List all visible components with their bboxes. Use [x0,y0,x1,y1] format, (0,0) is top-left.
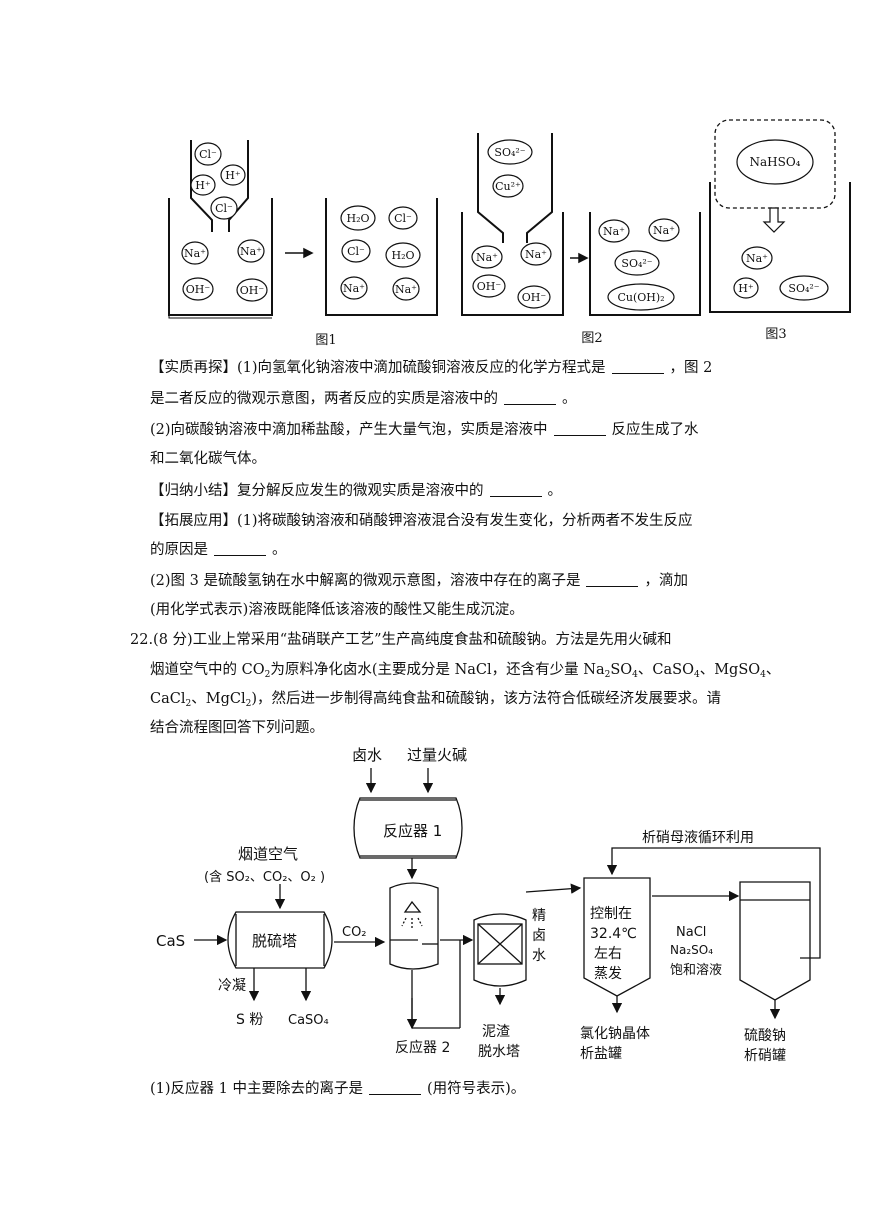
flow-label: CaSO₄ [288,1013,329,1028]
flow-label: 脱水塔 [478,1044,520,1060]
fig2-funnel [477,133,504,243]
text-line: (2)向碳酸钠溶液中滴加稀盐酸，产生大量气泡，实质是溶液中反应生成了水 [150,421,699,438]
flow-label: Na₂SO₄ [670,943,713,957]
figure-caption: 图1 [315,333,336,348]
ion-label: Cl⁻ [347,245,365,258]
text-line: (1)反应器 1 中主要除去的离子是(用符号表示)。 [150,1080,526,1097]
text-line: (2)图 3 是硫酸氢钠在水中解离的微观示意图，溶液中存在的离子是，滴加 [150,572,688,589]
fig3-beaker [709,182,851,313]
flow-label: 控制在 [590,906,632,922]
flow-label: 过量火碱 [407,746,467,764]
flow-label: 泥渣 [482,1024,510,1040]
flow-label: S 粉 [236,1012,263,1028]
text-line: CaCl2、MgCl2)，然后进一步制得高纯食盐和硫酸钠，该方法符合低碳经济发展… [150,691,721,709]
text-line: 【拓展应用】(1)将碳酸钠溶液和硝酸钾溶液混合没有发生变化，分析两者不发生反应 [150,513,693,529]
flow-label: 水 [532,948,546,964]
figure-caption: 图2 [581,331,602,346]
ion-label: Na⁺ [476,251,498,264]
flow-label: 反应器 1 [383,822,442,840]
text-line: 和二氧化碳气体。 [150,451,266,467]
dewater-tower [473,913,527,987]
process-flowchart: 卤水 过量火碱 反应器 1 烟道空气 (含 SO₂、CO₂、O₂ ) CaS 脱… [156,746,821,1064]
ion-label: Na⁺ [603,225,625,238]
flow-label: (含 SO₂、CO₂、O₂ ) [204,869,325,885]
flow-label: 冷凝 [218,978,246,994]
fig1-funnel [190,140,213,232]
text-line: 【归纳小结】复分解反应发生的微观实质是溶液中的。 [150,482,562,499]
ion-label: Na⁺ [525,248,547,261]
flow-label: 卤 [532,928,546,944]
fig1-beaker-left [168,198,273,316]
ion-label: OH⁻ [522,291,547,304]
text-line: 【实质再探】(1)向氢氧化钠溶液中滴加硫酸铜溶液反应的化学方程式是，图 2 [150,359,713,376]
flow-label: CaS [156,932,185,950]
answer-blank[interactable] [504,390,556,405]
ion-label: H⁺ [738,282,754,295]
fig1-beaker-right [325,198,438,316]
arrow-icon [578,252,589,264]
answer-blank[interactable] [368,1080,421,1095]
ion-label: Cl⁻ [215,202,233,215]
text-line: 的原因是。 [150,541,287,558]
ion-label: Na⁺ [343,282,365,295]
ion-label: Na⁺ [240,245,262,258]
ion-label: Na⁺ [746,252,768,265]
ion-label: SO₄²⁻ [621,257,652,270]
salt-tank [583,877,651,997]
text-line: 是二者反应的微观示意图，两者反应的实质是溶液中的。 [150,390,577,407]
ion-label: Cu²⁺ [495,180,521,193]
nitre-tank [739,881,811,1001]
ion-label: SO₄²⁻ [494,146,525,159]
ion-label: OH⁻ [186,283,211,296]
flow-label: NaCl [676,925,706,940]
flow-label: 反应器 2 [395,1039,450,1056]
fig2-beaker-left [461,212,564,316]
ion-label: H₂O [346,212,369,225]
ion-label: H₂O [391,249,414,262]
flow-label: 析硝母液循环利用 [642,830,754,846]
text-line: (用化学式表示)溶液既能降低该溶液的酸性又能生成沉淀。 [150,602,524,618]
figure-caption: 图3 [765,327,786,342]
answer-blank[interactable] [489,482,542,497]
flow-label: 脱硫塔 [252,932,297,950]
answer-blank[interactable] [553,421,606,436]
fig2-beaker-right [589,212,701,316]
flow-label: 32.4℃ [590,926,637,942]
ion-label: Cl⁻ [199,148,217,161]
text-line: 烟道空气中的 CO2为原料净化卤水(主要成分是 NaCl，还含有少量 Na2SO… [150,662,781,680]
answer-blank[interactable] [214,541,266,556]
flow-label: 左右 [594,946,622,962]
ion-label: OH⁻ [240,284,265,297]
reactor2-vessel [389,882,439,970]
ion-label: SO₄²⁻ [788,282,819,295]
ion-label: Na⁺ [653,224,675,237]
flow-label: 析盐罐 [580,1046,622,1062]
question-22: 22.(8 分)工业上常采用“盐硝联产工艺”生产高纯度食盐和硫酸钠。方法是先用火… [130,632,672,648]
ion-label: Cl⁻ [394,212,412,225]
down-arrow-icon [762,207,786,233]
ion-label: Na⁺ [395,283,417,296]
ion-label: Na⁺ [184,247,206,260]
ion-figures: Cl⁻ H⁺ H⁺ Cl⁻ Na⁺ Na⁺ OH⁻ OH⁻ H₂O Cl⁻ Cl… [168,119,851,348]
flow-label: 析硝罐 [744,1048,786,1064]
flow-label: 烟道空气 [238,845,298,863]
arrow-icon [303,247,314,259]
flow-label: 硫酸钠 [744,1028,786,1044]
flow-label: 饱和溶液 [670,963,722,978]
flow-label: 氯化钠晶体 [580,1026,650,1042]
text-line: 结合流程图回答下列问题。 [150,720,324,736]
reactor1-vessel [353,797,463,859]
ion-label: H⁺ [195,179,211,192]
answer-blank[interactable] [611,359,664,374]
answer-blank[interactable] [586,572,639,587]
flow-label: 蒸发 [594,966,622,982]
ion-label: OH⁻ [477,280,502,293]
flow-label: CO₂ [342,925,367,940]
desulf-tower [227,911,333,969]
ion-label: H⁺ [225,169,241,182]
flow-label: 卤水 [352,746,382,764]
ion-label: Cu(OH)₂ [617,291,664,304]
nahso4-label: NaHSO₄ [750,155,801,169]
flow-label: 精 [532,908,546,924]
